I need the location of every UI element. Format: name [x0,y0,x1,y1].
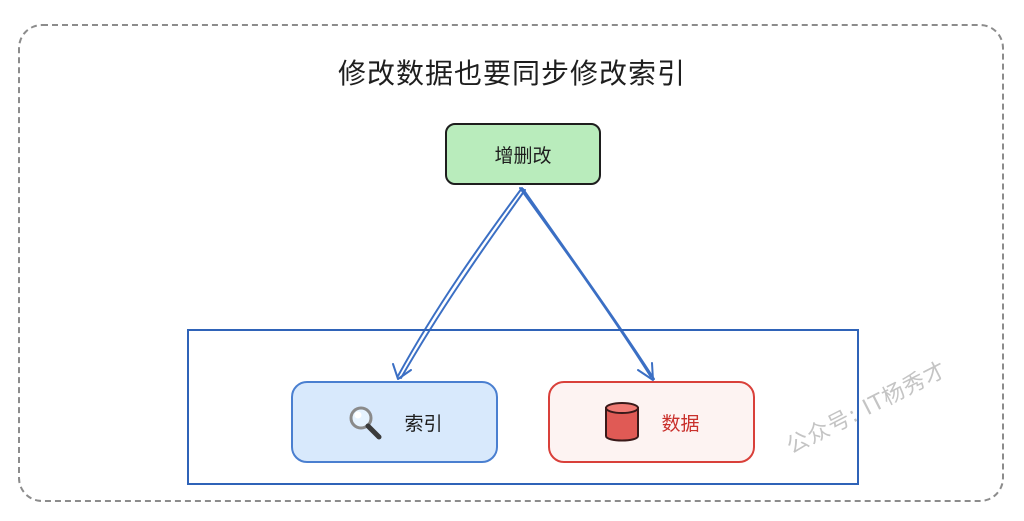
crud-node-label: 增删改 [494,144,552,167]
edge-crud-to-data [519,187,655,381]
storage-group-box [187,329,859,485]
index-node-label: 索引 [404,412,443,435]
database-icon [605,402,640,442]
diagram-frame [18,24,1004,502]
data-node: 数据 [548,381,755,463]
magnifier-icon [349,406,382,440]
data-node-label: 数据 [661,412,700,435]
index-node: 索引 [291,381,498,463]
diagram-title: 修改数据也要同步修改索引 [337,57,686,90]
edge-crud-to-index [392,187,526,380]
crud-node: 增删改 [445,123,601,185]
